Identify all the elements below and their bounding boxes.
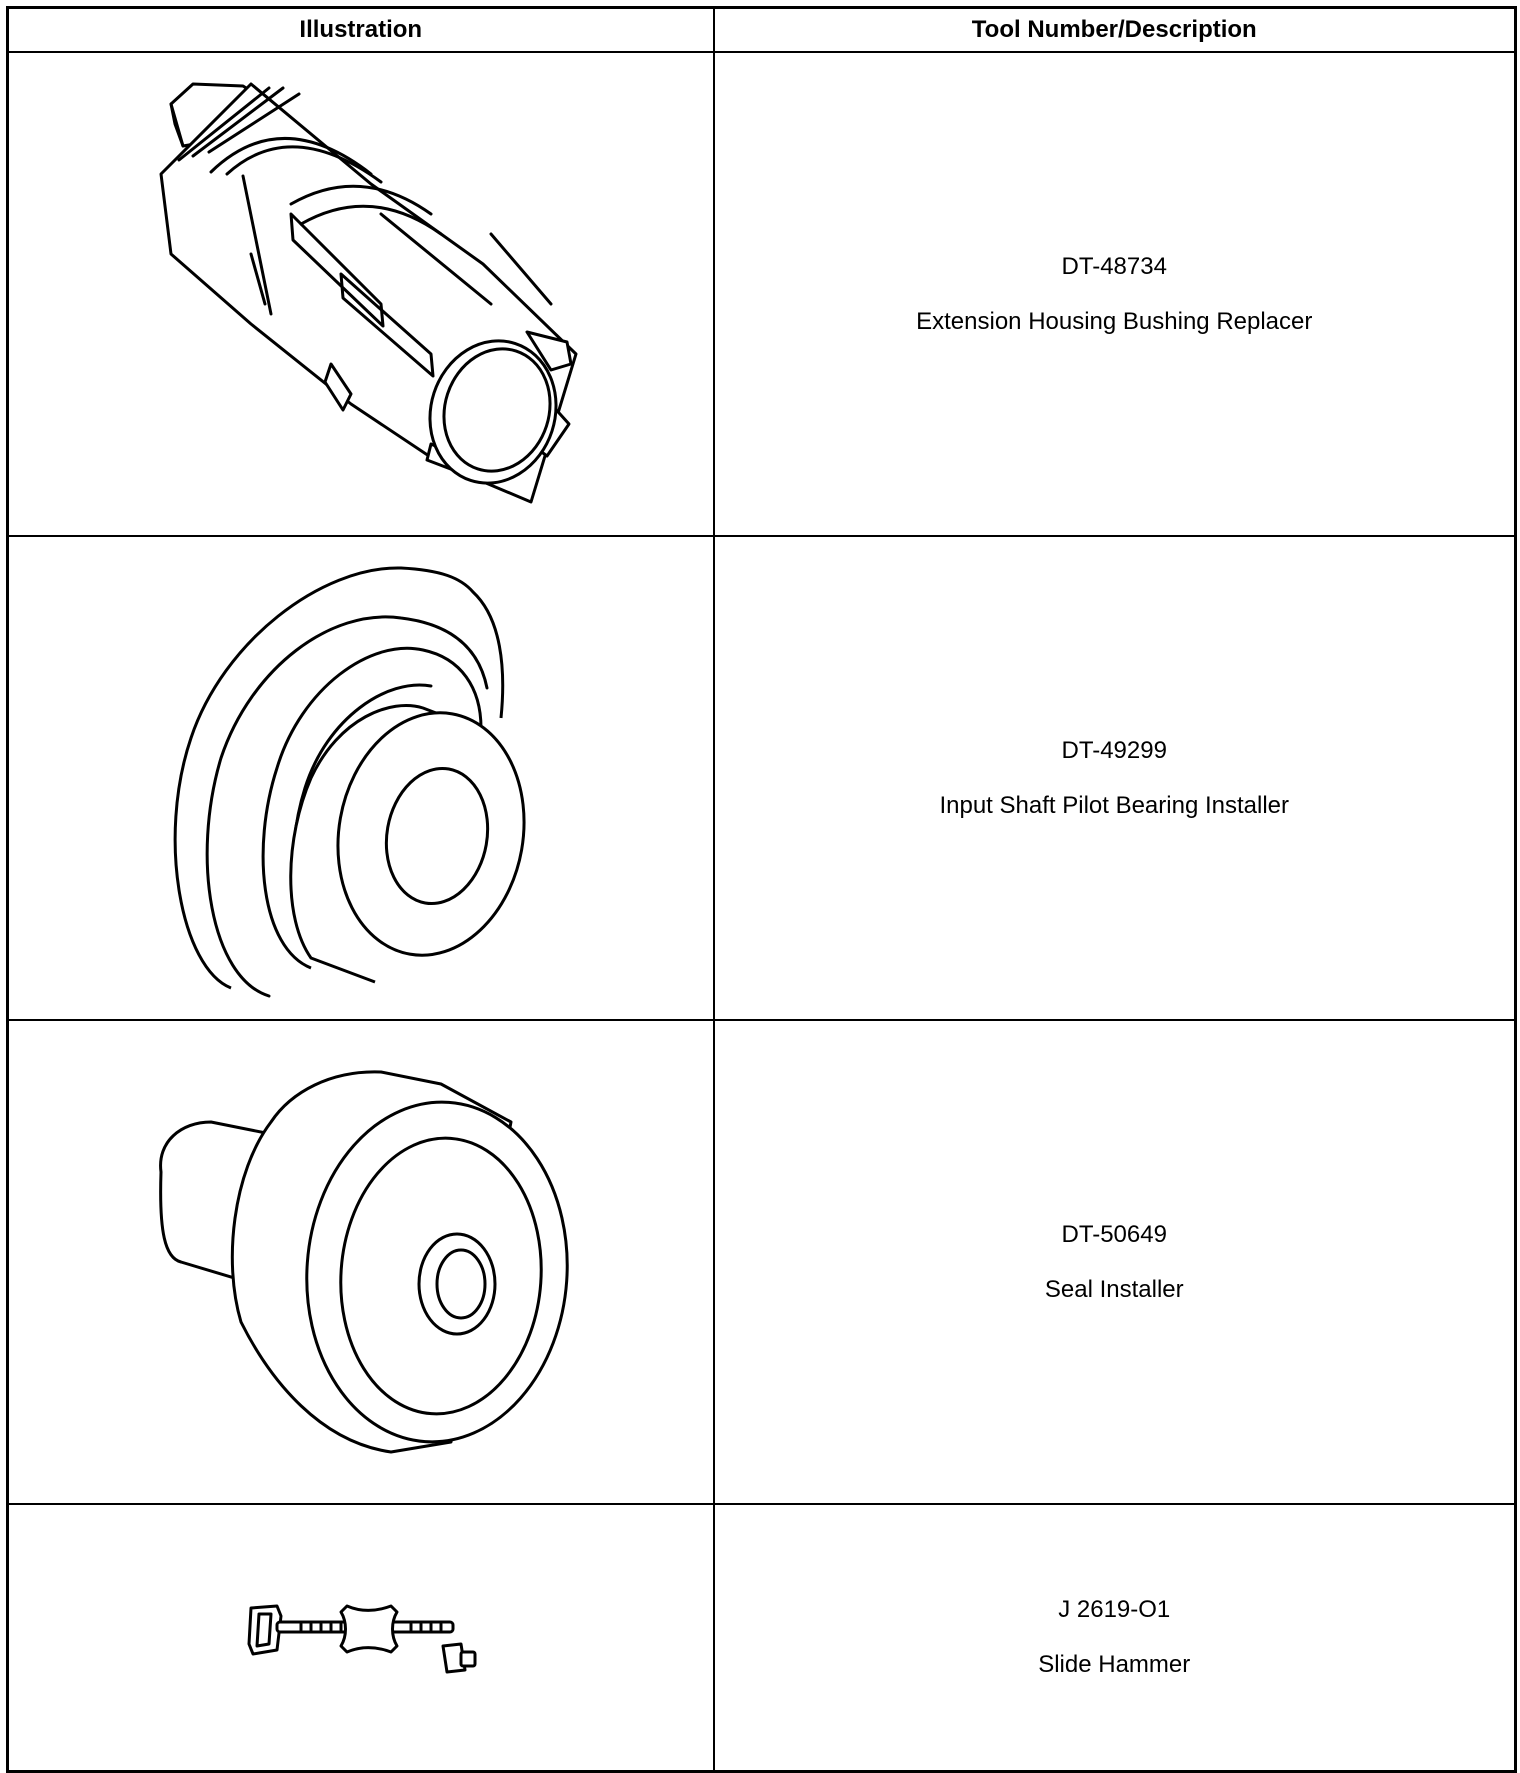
tool-description: Slide Hammer <box>1038 1651 1191 1678</box>
table-row: DT-50649 Seal Installer <box>6 1019 1517 1505</box>
illustration-cell <box>6 535 715 1021</box>
table-header-row: Illustration Tool Number/Description <box>6 6 1517 53</box>
tool-description: Seal Installer <box>1044 1275 1184 1303</box>
slide-hammer-illustration <box>247 1604 477 1673</box>
table-row: J 2619-O1 Slide Hammer <box>6 1503 1517 1773</box>
tool-description-cell: DT-49299 Input Shaft Pilot Bearing Insta… <box>712 535 1517 1021</box>
tool-number: J 2619-O1 <box>1058 1596 1171 1623</box>
tool-description-cell: DT-50649 Seal Installer <box>712 1019 1517 1505</box>
tool-number: DT-50649 <box>1061 1220 1167 1248</box>
table-row: DT-49299 Input Shaft Pilot Bearing Insta… <box>6 535 1517 1021</box>
tool-description: Extension Housing Bushing Replacer <box>916 307 1313 335</box>
tool-number: DT-48734 <box>1061 252 1167 280</box>
illustration-cell <box>6 1503 715 1773</box>
header-tool-number-description: Tool Number/Description <box>712 6 1517 53</box>
illustration-cell <box>6 1019 715 1505</box>
tool-description-cell: J 2619-O1 Slide Hammer <box>712 1503 1517 1773</box>
illustration-cell <box>6 51 715 537</box>
header-illustration: Illustration <box>6 6 715 53</box>
table-row: DT-48734 Extension Housing Bushing Repla… <box>6 51 1517 537</box>
bushing-replacer-illustration <box>159 82 578 504</box>
special-tools-table: Illustration Tool Number/Description <box>6 6 1517 1773</box>
bearing-installer-illustration <box>173 566 526 998</box>
tool-number: DT-49299 <box>1061 736 1167 764</box>
tool-description-cell: DT-48734 Extension Housing Bushing Repla… <box>712 51 1517 537</box>
tool-description: Input Shaft Pilot Bearing Installer <box>939 791 1290 819</box>
seal-installer-illustration <box>158 1070 569 1454</box>
